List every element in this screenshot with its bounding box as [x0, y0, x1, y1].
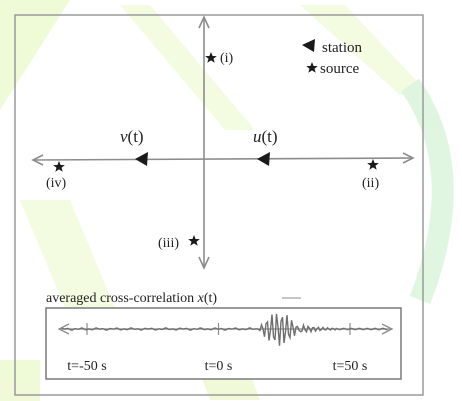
station-triangle-icon	[302, 39, 315, 52]
source-i: (i)	[205, 51, 234, 66]
station-v-triangle-icon	[135, 152, 148, 166]
station-v-label-arg: (t)	[128, 127, 144, 146]
source-iv-label: (iv)	[46, 176, 67, 191]
diagram-frame	[14, 14, 424, 396]
source-iv-star-icon	[53, 161, 65, 172]
station-u-label: u(t)	[253, 127, 278, 146]
correlation-tick-label: t=-50 s	[67, 359, 106, 374]
source-i-label: (i)	[220, 51, 234, 66]
correlation-title-var: x	[197, 291, 205, 306]
correlation-ticks: t=-50 s t=0 s t=50 s	[67, 323, 367, 374]
watermark-arc-right	[400, 78, 454, 304]
correlation-tick-label: t=50 s	[333, 359, 368, 374]
horizontal-axis-left-arrow	[31, 154, 44, 166]
source-ii-label: (ii)	[362, 176, 379, 191]
watermark-stripe-3	[20, 200, 120, 320]
source-ii: (ii)	[362, 159, 379, 191]
correlation-title-suffix: (t)	[204, 291, 218, 306]
station-u-label-var: u	[253, 127, 262, 146]
legend-station-label: station	[322, 40, 362, 56]
legend: station source	[302, 39, 362, 77]
correlation-title: averaged cross-correlation x(t)	[46, 291, 217, 306]
correlation-waveform	[61, 313, 388, 346]
station-v-label-var: v	[120, 127, 128, 146]
source-ii-star-icon	[367, 159, 379, 170]
correlation-axis-left-arrow	[57, 323, 70, 335]
source-iii: (iii)	[158, 235, 200, 251]
source-iii-star-icon	[188, 235, 200, 246]
station-v: v(t)	[120, 127, 148, 166]
legend-source-label: source	[320, 61, 359, 77]
correlation-tick-label: t=0 s	[205, 359, 233, 374]
watermark-stripe-1	[120, 5, 255, 130]
vertical-axis-bottom-arrow	[198, 256, 210, 270]
source-i-star-icon	[205, 52, 217, 63]
correlation-axis-right-arrow	[381, 323, 394, 335]
vertical-axis-top-arrow	[198, 15, 210, 29]
watermark-shape-top-left	[0, 0, 70, 110]
station-u: u(t)	[253, 127, 278, 166]
horizontal-axis-line	[33, 157, 413, 161]
correlation-box	[45, 307, 402, 380]
station-v-label: v(t)	[120, 127, 144, 146]
horizontal-axis-right-arrow	[402, 152, 415, 164]
vertical-axis	[198, 15, 210, 270]
horizontal-axis	[31, 152, 415, 166]
station-u-label-arg: (t)	[262, 127, 278, 146]
station-u-triangle-icon	[257, 152, 270, 166]
watermark-block-bottom-left	[0, 360, 40, 401]
source-star-icon	[306, 62, 318, 73]
correlation-title-prefix: averaged cross-correlation	[46, 291, 198, 306]
watermark-stripe-2	[300, 5, 430, 95]
source-iii-label: (iii)	[158, 236, 179, 251]
source-iv: (iv)	[46, 161, 67, 191]
